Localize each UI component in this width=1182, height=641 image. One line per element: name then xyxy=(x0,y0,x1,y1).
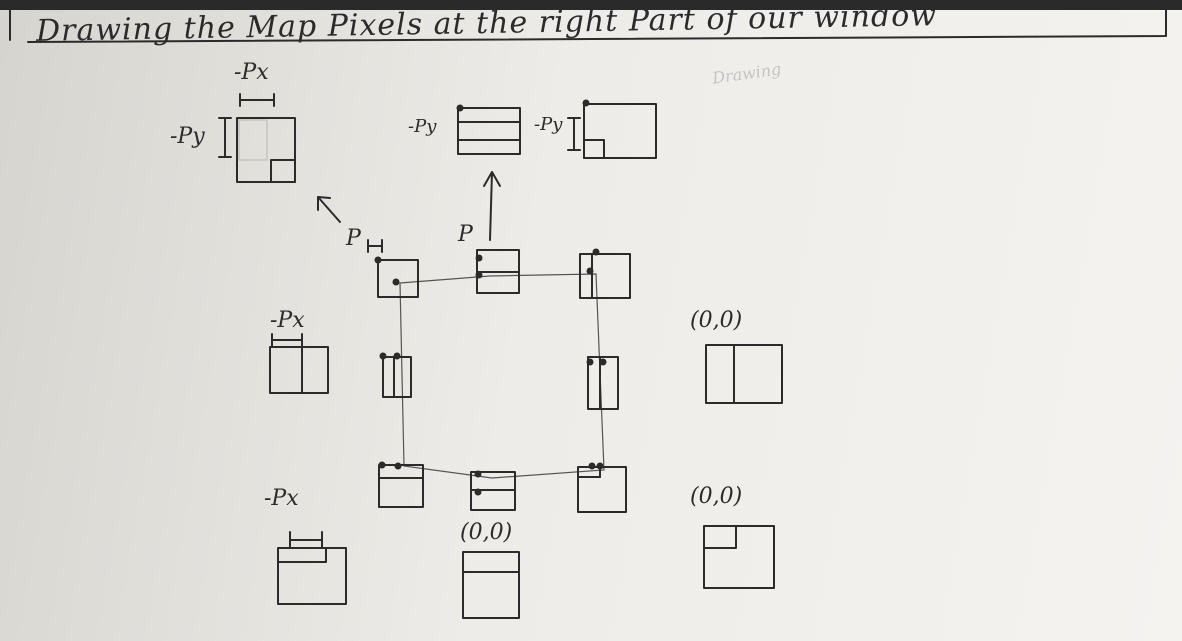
label-origin-right-middle: (0,0) xyxy=(690,308,743,333)
label-p-center: P xyxy=(458,222,473,247)
tile-top-center xyxy=(475,249,520,294)
enlarged-tile-top-center xyxy=(456,104,521,155)
label-neg-py-top-right: -Py xyxy=(534,114,563,135)
enlarged-tile-top-left xyxy=(218,93,296,183)
label-neg-px-top-left: -Px xyxy=(234,60,269,85)
tile-top-right xyxy=(579,248,631,299)
desk-edge xyxy=(0,0,1182,10)
enlarged-tile-bottom-center xyxy=(462,551,520,619)
label-origin-bottom-right: (0,0) xyxy=(690,484,743,509)
arrow-to-top-left xyxy=(317,196,341,223)
enlarged-tile-top-right xyxy=(567,99,657,159)
tile-middle-left xyxy=(379,352,412,398)
label-p-left: P xyxy=(346,226,361,251)
enlarged-tile-left-middle xyxy=(269,333,329,394)
tile-bottom-right xyxy=(577,462,627,513)
p-width-mark xyxy=(367,239,383,253)
enlarged-tile-bottom-right xyxy=(703,525,775,589)
enlarged-tile-bottom-left xyxy=(277,531,347,605)
label-neg-px-bottom: -Px xyxy=(264,486,299,511)
label-neg-py-top-left: -Py xyxy=(170,124,205,149)
tile-middle-right xyxy=(586,356,619,410)
label-neg-py-top-center: -Py xyxy=(408,116,437,137)
label-origin-bottom-center: (0,0) xyxy=(460,520,513,545)
tile-bottom-left xyxy=(378,461,424,508)
connection-frame xyxy=(399,273,605,479)
arrow-to-top-center xyxy=(483,171,501,241)
label-neg-px-middle: -Px xyxy=(270,308,305,333)
tile-bottom-center xyxy=(470,470,516,511)
tile-top-left xyxy=(374,256,419,298)
title-underline xyxy=(27,5,1167,43)
enlarged-tile-right-middle xyxy=(705,344,783,404)
